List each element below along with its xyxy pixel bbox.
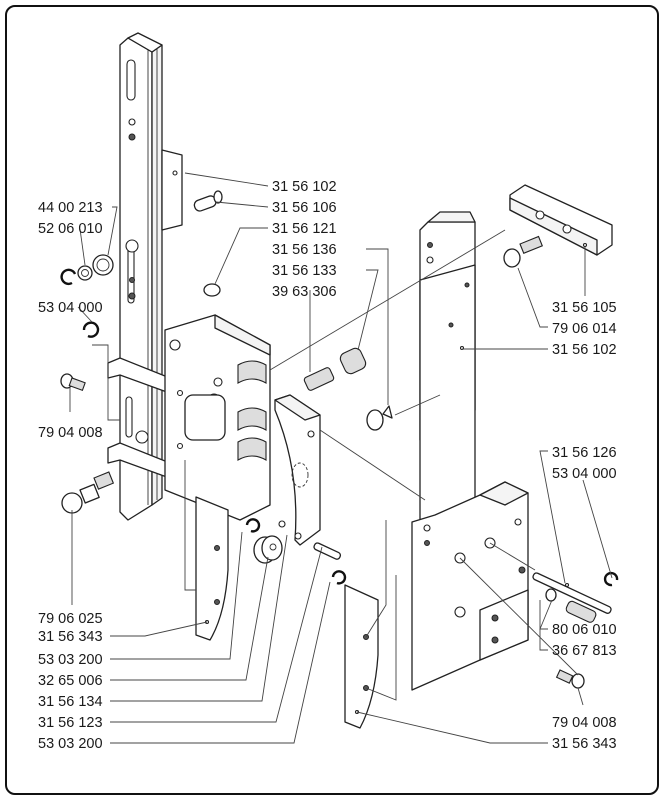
callout-31-56-102: 31 56 102	[272, 179, 337, 195]
right-slide-bar	[419, 211, 476, 526]
callout-31-56-106: 31 56 106	[272, 200, 337, 216]
callouts-center: 31 56 102 31 56 106 31 56 121 31 56 136 …	[272, 179, 337, 300]
callout-53-04-000: 53 04 000	[38, 300, 103, 316]
curved-lever	[274, 394, 321, 546]
callout-53-03-200-b: 53 03 200	[38, 736, 103, 752]
callouts-right: 31 56 105 79 06 014 31 56 102 31 56 126 …	[552, 300, 617, 752]
callout-31-56-123: 31 56 123	[38, 715, 103, 731]
callout-79-04-008: 79 04 008	[38, 425, 103, 441]
callout-36-67-813: 36 67 813	[552, 643, 617, 659]
right-guide-plate	[344, 584, 379, 729]
top-rail-block	[503, 184, 613, 268]
callout-53-04-000-b: 53 04 000	[552, 466, 617, 482]
callout-31-56-136: 31 56 136	[272, 242, 337, 258]
diagram-frame	[5, 5, 659, 795]
lower-right-housing	[411, 481, 529, 691]
callout-31-56-126: 31 56 126	[552, 445, 617, 461]
callout-32-65-006: 32 65 006	[38, 673, 103, 689]
callout-31-56-134: 31 56 134	[38, 694, 103, 710]
leader-lines	[69, 172, 613, 744]
callout-39-63-306: 39 63 306	[272, 284, 337, 300]
spring-housing-block	[164, 314, 271, 521]
callout-53-03-200: 53 03 200	[38, 652, 103, 668]
callout-31-56-343-b: 31 56 343	[552, 736, 617, 752]
callout-79-06-025: 79 06 025	[38, 611, 103, 627]
roller-and-clips	[245, 518, 347, 585]
callout-31-56-102-b: 31 56 102	[552, 342, 617, 358]
callout-79-04-008-b: 79 04 008	[552, 715, 617, 731]
left-guide-plate	[195, 496, 229, 641]
callout-52-06-010: 52 06 010	[38, 221, 103, 237]
left-slide-bar	[107, 32, 183, 521]
callout-31-56-343: 31 56 343	[38, 629, 103, 645]
callout-31-56-121: 31 56 121	[272, 221, 337, 237]
callouts-left: 44 00 213 52 06 010 53 04 000 79 04 008 …	[38, 200, 103, 752]
callout-79-06-014: 79 06 014	[552, 321, 617, 337]
right-pin-assembly	[532, 571, 619, 689]
callout-80-06-010: 80 06 010	[552, 622, 617, 638]
callout-31-56-133: 31 56 133	[272, 263, 337, 279]
callout-44-00-213: 44 00 213	[38, 200, 103, 216]
callout-31-56-105: 31 56 105	[552, 300, 617, 316]
left-small-parts	[60, 190, 223, 514]
springs	[303, 347, 393, 431]
